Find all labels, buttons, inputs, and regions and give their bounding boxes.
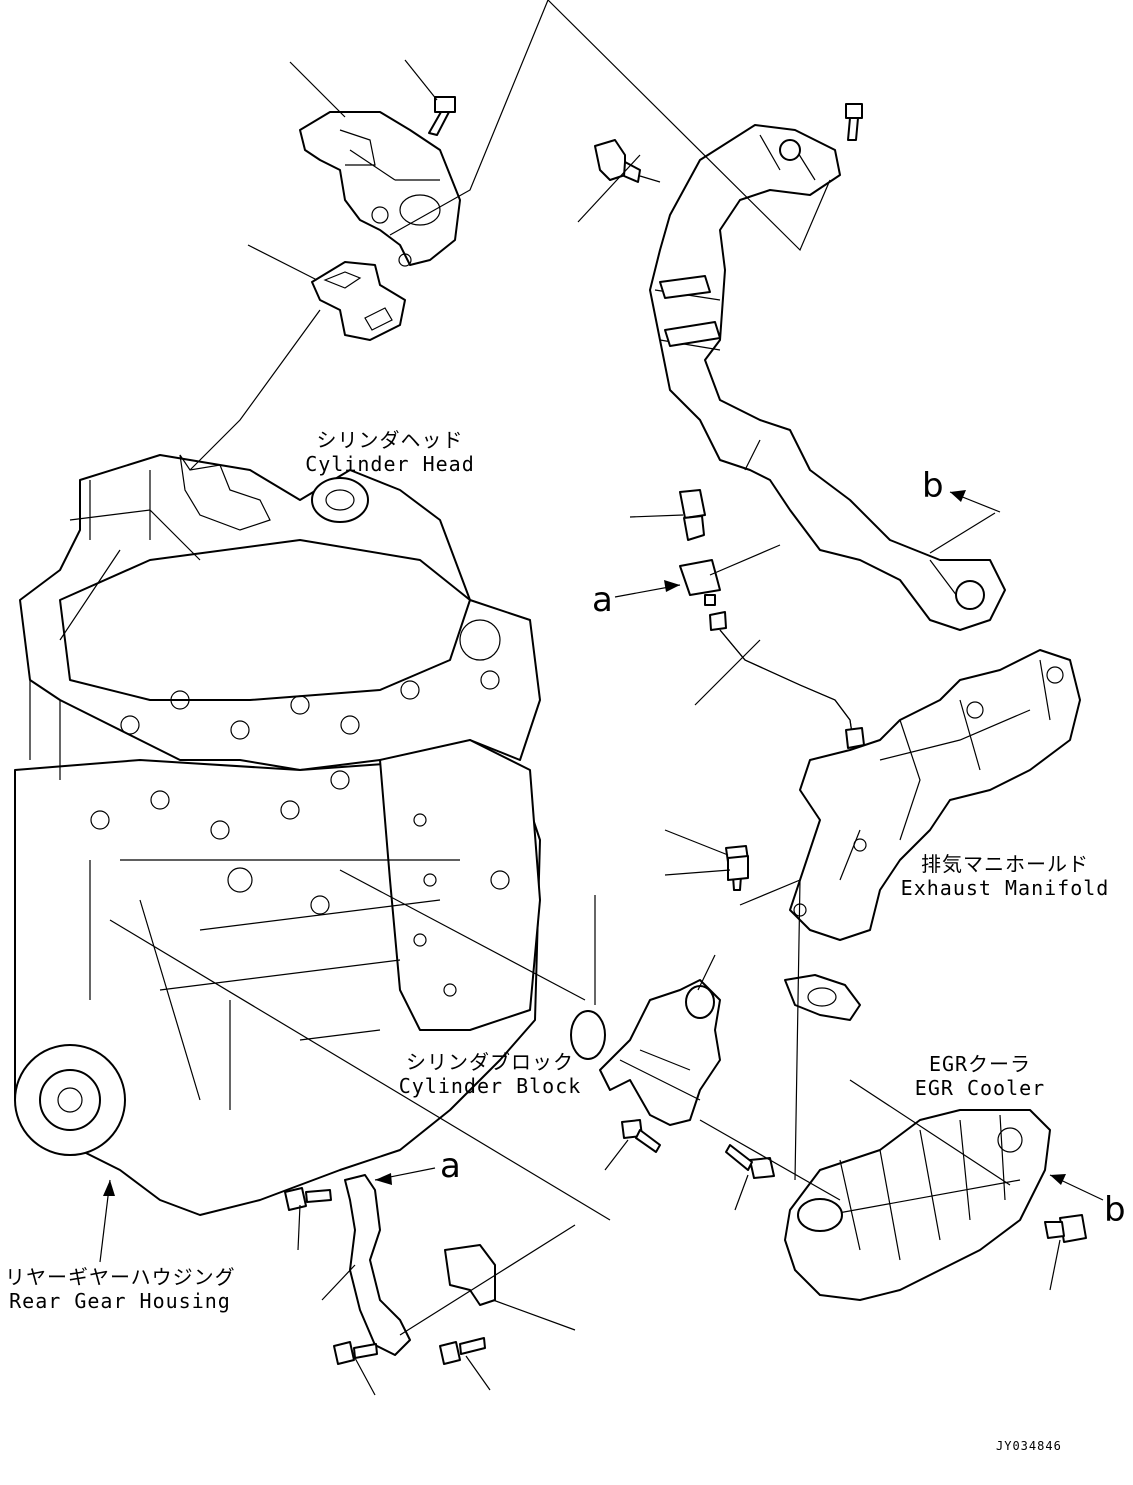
egr-connector xyxy=(570,979,775,1179)
cylinder-block-label-en: Cylinder Block xyxy=(398,1074,582,1098)
rear-gear-housing-label-en: Rear Gear Housing xyxy=(9,1289,231,1313)
view-marker-b-top: b xyxy=(922,466,944,506)
egr-cooler xyxy=(784,1109,1087,1301)
exhaust-manifold-label-jp: 排気マニホールド xyxy=(921,852,1089,876)
cylinder-head-label-jp: シリンダヘッド xyxy=(316,428,464,452)
view-marker-a-center: a xyxy=(592,580,613,620)
leader-lines xyxy=(109,0,1061,1396)
egr-cooler-label-en: EGR Cooler xyxy=(914,1076,1046,1100)
view-marker-a-bottom: a xyxy=(440,1146,461,1186)
engine-assembly xyxy=(14,454,541,1216)
cylinder-head-label-en: Cylinder Head xyxy=(305,452,475,476)
cylinder-block-label-jp: シリンダブロック xyxy=(406,1050,574,1074)
egr-cooler-label-jp: EGRクーラ xyxy=(928,1052,1032,1076)
direction-arrows xyxy=(99,490,1104,1263)
bracket-group xyxy=(284,1174,496,1365)
exhaust-manifold-label-en: Exhaust Manifold xyxy=(900,876,1110,900)
view-marker-b-right: b xyxy=(1104,1190,1126,1230)
pressure-sensor-group xyxy=(679,489,865,749)
egr-pipe xyxy=(594,103,1006,631)
rear-gear-housing-label-jp: リヤーギヤーハウジング xyxy=(5,1265,236,1289)
egr-valve xyxy=(299,96,461,341)
exhaust-manifold xyxy=(725,649,1081,1021)
drawing-code: JY034846 xyxy=(996,1439,1062,1453)
